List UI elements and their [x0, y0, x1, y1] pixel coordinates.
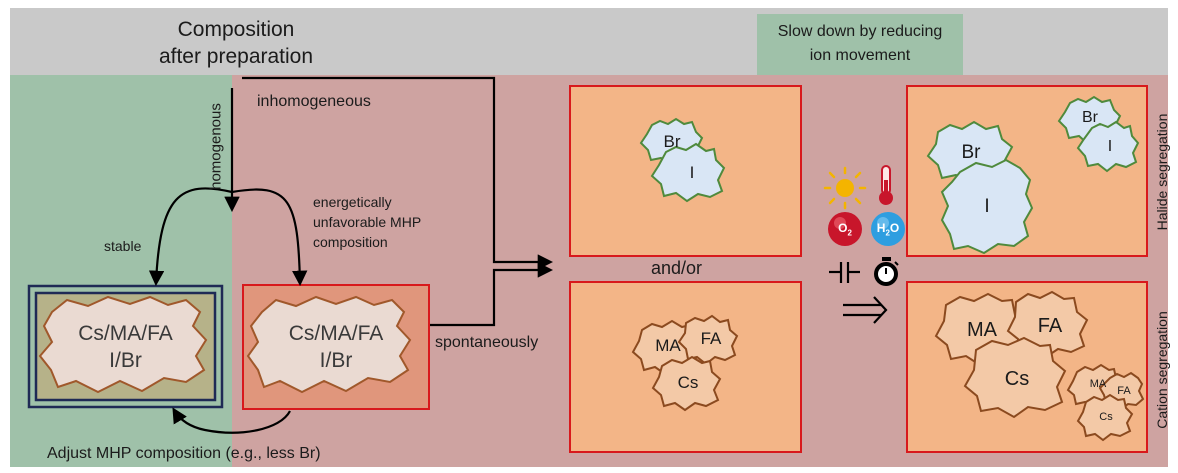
grain-cs-small	[651, 355, 722, 412]
i-label-large: I	[984, 196, 990, 217]
oxygen-icon	[828, 212, 862, 246]
stable-composition-line1: Cs/MA/FA	[78, 322, 173, 345]
unfavorable-composition-line1: Cs/MA/FA	[288, 322, 384, 345]
cs-label-tiny: Cs	[1099, 411, 1113, 423]
stable-label: stable	[104, 238, 142, 254]
cs-label-small: Cs	[677, 373, 699, 392]
slowdown-band	[757, 14, 963, 75]
grain-i-large	[940, 158, 1034, 255]
spontaneous-arrow	[430, 262, 554, 327]
water-h-symbol: H	[876, 221, 886, 235]
composition-heading-line2: after preparation	[158, 45, 314, 68]
grain-cs-tiny	[1076, 393, 1134, 442]
homogenous-label: homogenous	[207, 103, 225, 190]
cs-label-large: Cs	[1004, 368, 1030, 390]
i-label-tiny: I	[1107, 138, 1113, 155]
unfavorable-label-line2: unfavorable MHP	[313, 214, 422, 230]
stable-grain-shape	[38, 295, 208, 394]
i-label-small: I	[689, 163, 695, 182]
implies-arrow-icon	[843, 296, 888, 324]
stable-arrow	[148, 187, 233, 287]
oxygen-label: O2	[828, 221, 862, 238]
inhomogeneous-arrow	[242, 76, 554, 270]
thermometer-icon	[879, 165, 893, 205]
ma-label-tiny: MA	[1089, 378, 1107, 390]
inhomogeneous-label: inhomogeneous	[257, 93, 371, 110]
adjust-composition-label: Adjust MHP composition (e.g., less Br)	[47, 445, 321, 462]
water-o-symbol: O	[889, 221, 900, 235]
unfavorable-label-line1: energetically	[313, 194, 392, 210]
adjust-arrow	[172, 407, 291, 434]
water-icon	[871, 212, 905, 246]
br-label-large: Br	[961, 142, 981, 163]
grain-i-small	[650, 142, 726, 203]
composition-heading-line1: Composition	[177, 18, 295, 41]
spontaneously-label: spontaneously	[435, 334, 539, 351]
cation-segregation-label: Cation segregation	[1154, 311, 1170, 429]
grain-i-tiny	[1076, 120, 1140, 173]
br-label-tiny: Br	[1082, 109, 1098, 126]
halide-segregation-label: Halide segregation	[1154, 113, 1170, 231]
header-band	[10, 8, 1168, 75]
oxygen-symbol: O	[838, 221, 848, 235]
fa-label-tiny: FA	[1117, 385, 1131, 397]
ma-label-large: MA	[967, 319, 997, 341]
homogeneous-region	[10, 75, 232, 467]
ma-label-small: MA	[655, 336, 681, 355]
unfavorable-arrow	[231, 188, 308, 287]
oxygen-subscript: 2	[847, 228, 852, 238]
and-or-label: and/or	[651, 258, 703, 278]
water-label: H2O	[871, 221, 905, 238]
water-subscript: 2	[885, 228, 890, 238]
grain-cs-large	[963, 336, 1067, 419]
stopwatch-icon	[874, 257, 899, 286]
fa-label-large: FA	[1037, 315, 1063, 337]
slowdown-heading-line2: ion movement	[809, 47, 911, 64]
fa-label-small: FA	[700, 329, 722, 348]
stable-composition-line2: I/Br	[109, 349, 142, 372]
electric-field-icon	[829, 262, 860, 283]
br-label-small: Br	[663, 132, 681, 151]
unfavorable-composition-line2: I/Br	[319, 349, 353, 372]
grain-fa-small	[677, 314, 739, 366]
unfavorable-grain-shape	[246, 295, 412, 394]
sun-icon	[823, 166, 867, 210]
unfavorable-label-line3: composition	[313, 234, 388, 250]
slowdown-heading-line1: Slow down by reducing	[777, 23, 943, 40]
stable-box-outer	[27, 284, 224, 409]
